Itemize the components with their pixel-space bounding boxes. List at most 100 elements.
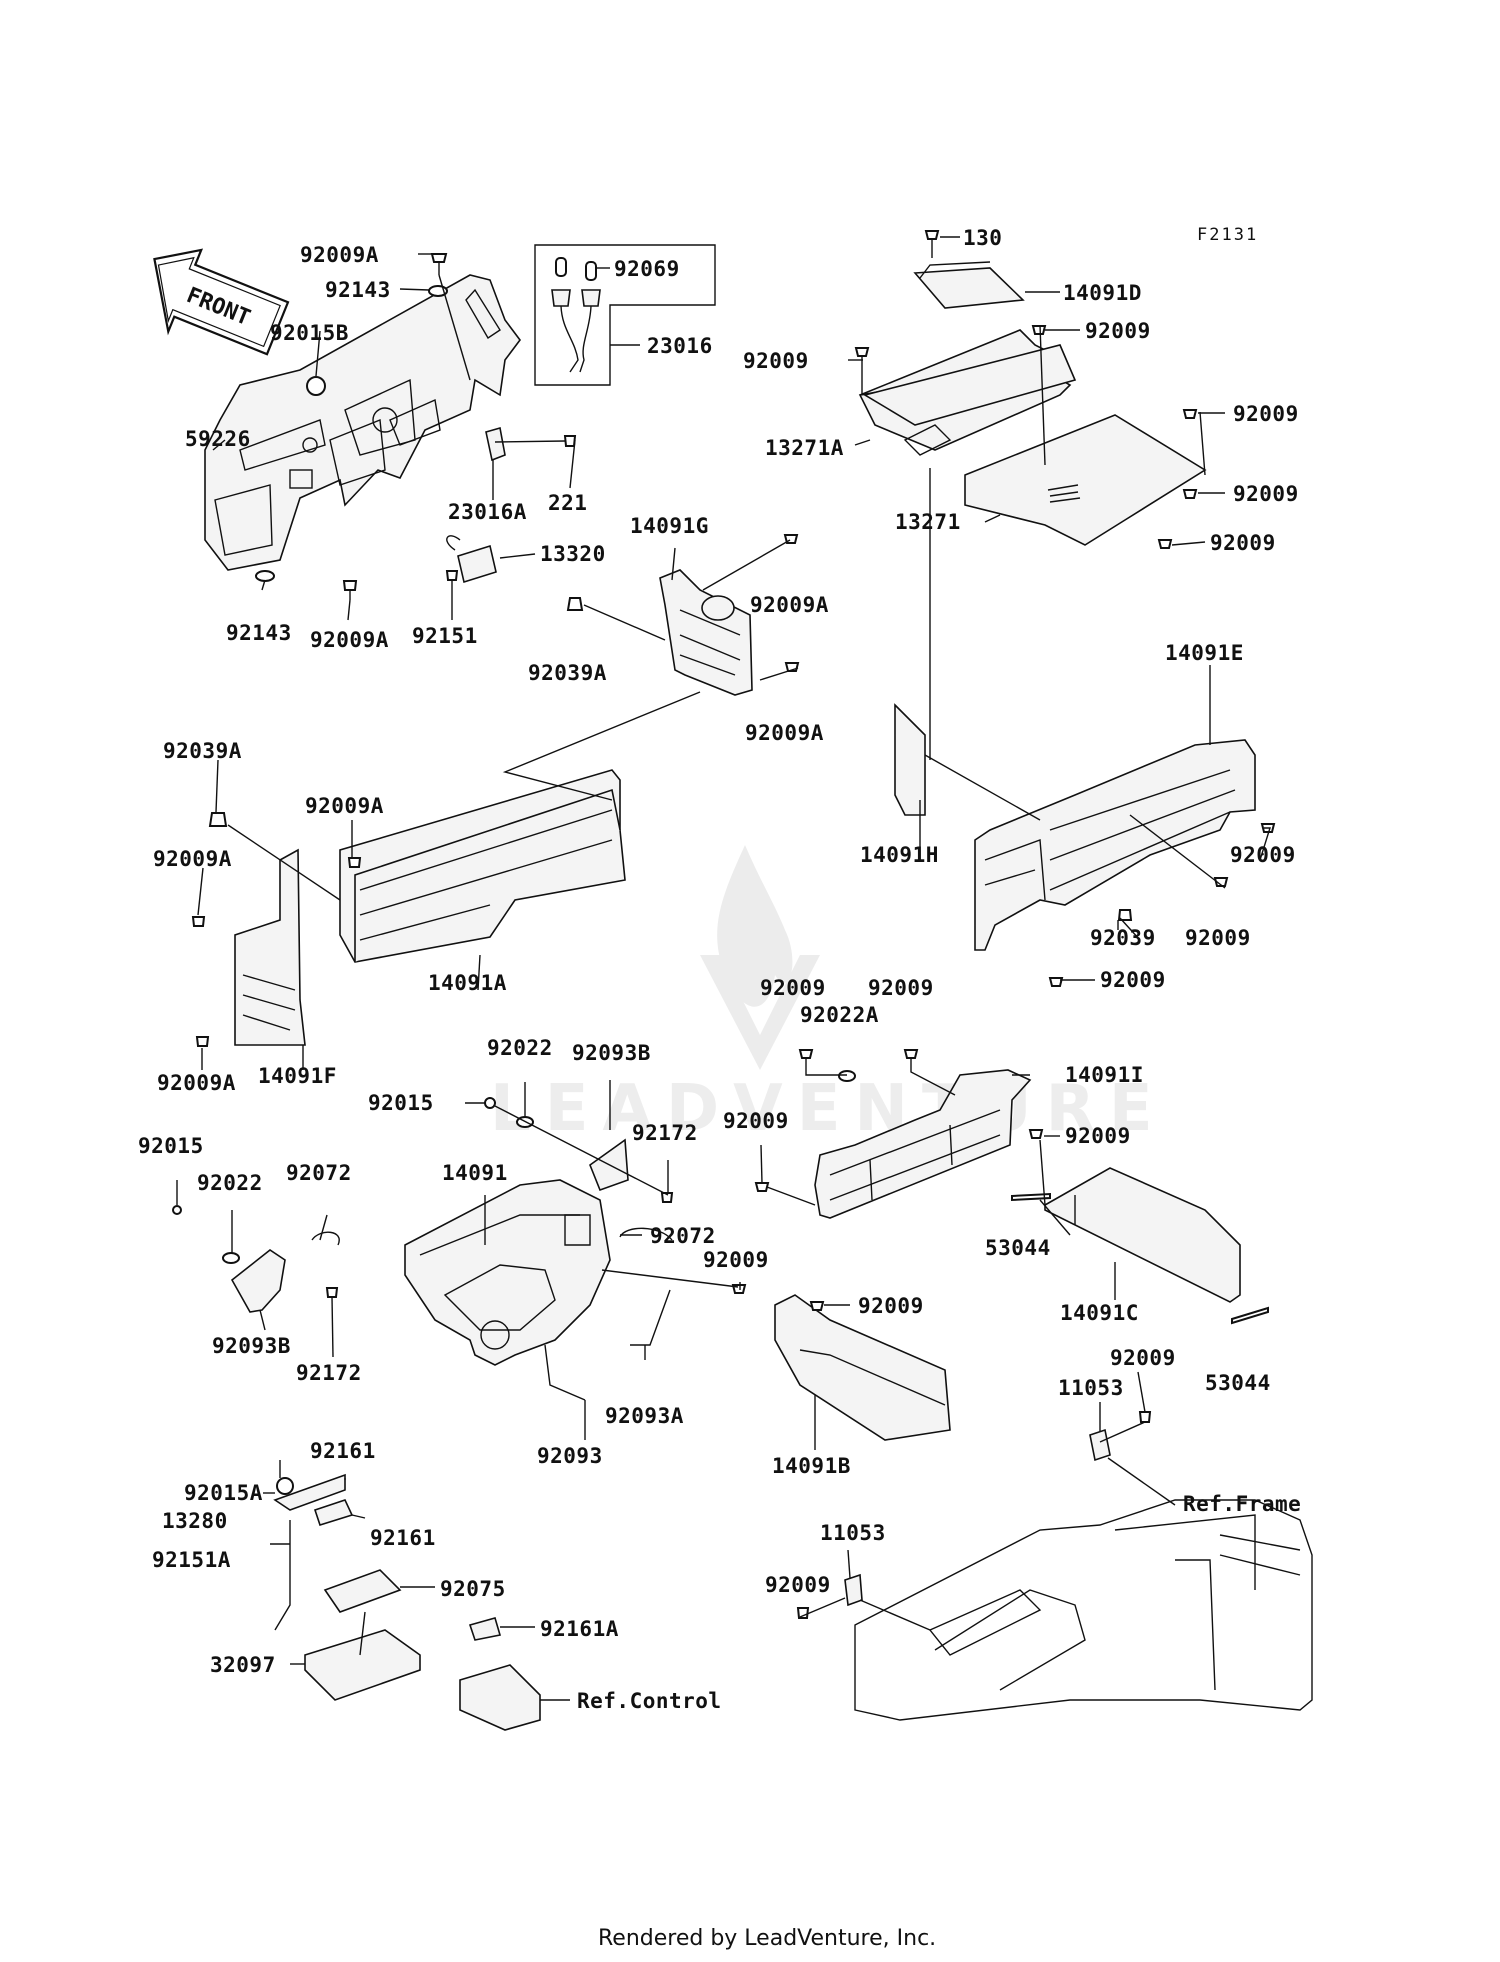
- callout-23016: 23016: [647, 334, 713, 358]
- ref-frame-label: Ref.Frame: [1183, 1492, 1301, 1516]
- callout-92093B: 92093B: [572, 1041, 651, 1065]
- ref-control-label: Ref.Control: [577, 1689, 722, 1713]
- bolt-92009A-top: [430, 253, 448, 275]
- callouts: 92009A 92143 92015B 59226 92143 92009A 9…: [138, 226, 1301, 1713]
- callout-92015A: 92015A: [184, 1481, 263, 1505]
- switch-13320: [446, 535, 497, 584]
- bolt-92009A-panel: [342, 580, 358, 600]
- cover-14091D: [913, 261, 1025, 309]
- callout-92172: 92172: [632, 1121, 698, 1145]
- callout-53044: 53044: [1205, 1371, 1271, 1395]
- callout-14091I: 14091I: [1065, 1063, 1144, 1087]
- panel-14091F: [234, 848, 306, 1046]
- callout-92069: 92069: [614, 257, 680, 281]
- bolts-92009-e: [1048, 823, 1276, 987]
- floor-13271A: [858, 329, 1077, 456]
- callout-32097: 32097: [210, 1653, 276, 1677]
- leader-lines: [176, 236, 1271, 1701]
- callout-92143: 92143: [226, 621, 292, 645]
- rod-92093: [544, 1344, 586, 1401]
- strip-53044-a: [1011, 1192, 1051, 1202]
- callout-92009: 92009: [1210, 531, 1276, 555]
- callout-92093A: 92093A: [605, 1404, 684, 1428]
- connector-23016A: [485, 426, 506, 462]
- callout-92093: 92093: [537, 1444, 603, 1468]
- callout-13271: 13271: [895, 510, 961, 534]
- callout-92022A: 92022A: [800, 1003, 879, 1027]
- callout-92151A: 92151A: [152, 1548, 231, 1572]
- floor-13271: [964, 414, 1207, 546]
- pad-92161: [313, 1499, 354, 1526]
- callout-92072: 92072: [286, 1161, 352, 1185]
- callout-13271A: 13271A: [765, 436, 844, 460]
- callout-13280: 13280: [162, 1509, 228, 1533]
- callout-14091C: 14091C: [1060, 1301, 1139, 1325]
- callout-92009: 92009: [723, 1109, 789, 1133]
- figure-code: F2131: [1197, 225, 1258, 245]
- control-box: [459, 1664, 541, 1731]
- callout-92009: 92009: [743, 349, 809, 373]
- callout-92072: 92072: [650, 1224, 716, 1248]
- callout-14091D: 14091D: [1063, 281, 1142, 305]
- callout-92015: 92015: [138, 1134, 204, 1158]
- callout-14091B: 14091B: [772, 1454, 851, 1478]
- washer-92022A: [838, 1070, 856, 1082]
- clip-92072-b: [311, 1231, 340, 1246]
- callout-11053: 11053: [1058, 1376, 1124, 1400]
- front-arrow-icon: FRONT: [153, 248, 290, 356]
- callout-92075: 92075: [440, 1577, 506, 1601]
- callout-14091F: 14091F: [258, 1064, 337, 1088]
- callout-92039A: 92039A: [163, 739, 242, 763]
- panel-14091B: [774, 1294, 951, 1441]
- callout-92039: 92039: [1090, 926, 1156, 950]
- nut-92015B: [306, 376, 326, 396]
- callout-92022: 92022: [487, 1036, 553, 1060]
- pad-92075: [323, 1569, 402, 1613]
- bracket-11053-bottom: [844, 1573, 863, 1607]
- callout-92009: 92009: [1100, 968, 1166, 992]
- callout-92093B: 92093B: [212, 1334, 291, 1358]
- washer-92143-bottom: [255, 570, 275, 582]
- bolt-92172-left: [325, 1287, 339, 1298]
- panel-14091H: [894, 703, 926, 816]
- panel-59226: [204, 274, 521, 571]
- callout-92161: 92161: [310, 1439, 376, 1463]
- callout-11053: 11053: [820, 1521, 886, 1545]
- callout-221: 221: [548, 491, 587, 515]
- callout-92022: 92022: [197, 1171, 263, 1195]
- panel-14091G: [659, 569, 753, 696]
- screw-92151: [445, 570, 459, 581]
- nut-92015A: [276, 1477, 294, 1495]
- callout-92009: 92009: [1065, 1124, 1131, 1148]
- footer-credit: Rendered by LeadVenture, Inc.: [598, 1926, 936, 1951]
- callout-130: 130: [963, 226, 1002, 250]
- callout-14091H: 14091H: [860, 843, 939, 867]
- callout-92009: 92009: [868, 976, 934, 1000]
- callout-92009: 92009: [1233, 482, 1299, 506]
- panel-14091C: [1044, 1167, 1241, 1303]
- callout-92009: 92009: [703, 1248, 769, 1272]
- watermark-text: LEADVENTURE: [490, 1072, 1167, 1146]
- callout-92009: 92009: [1110, 1346, 1176, 1370]
- callout-92009A: 92009A: [310, 628, 389, 652]
- callout-92015B: 92015B: [270, 321, 349, 345]
- callout-23016A: 23016A: [448, 500, 527, 524]
- clip-92072-a: [619, 1227, 673, 1241]
- nut-92015-left: [172, 1205, 182, 1215]
- rod-92093A: [630, 1289, 671, 1346]
- clip-92039A-mid: [566, 597, 584, 611]
- bracket-92093B-left: [230, 1249, 286, 1313]
- callout-92009A: 92009A: [750, 593, 829, 617]
- tray-14091: [404, 1179, 611, 1366]
- callout-92009: 92009: [858, 1294, 924, 1318]
- callout-92039A: 92039A: [528, 661, 607, 685]
- rod-92151A: [274, 1520, 291, 1631]
- callout-92161A: 92161A: [540, 1617, 619, 1641]
- callout-92161: 92161: [370, 1526, 436, 1550]
- callout-92009: 92009: [1085, 319, 1151, 343]
- strap-13280: [273, 1473, 346, 1511]
- callout-92009A: 92009A: [745, 721, 824, 745]
- callout-92009: 92009: [1233, 402, 1299, 426]
- callout-59226: 59226: [185, 427, 251, 451]
